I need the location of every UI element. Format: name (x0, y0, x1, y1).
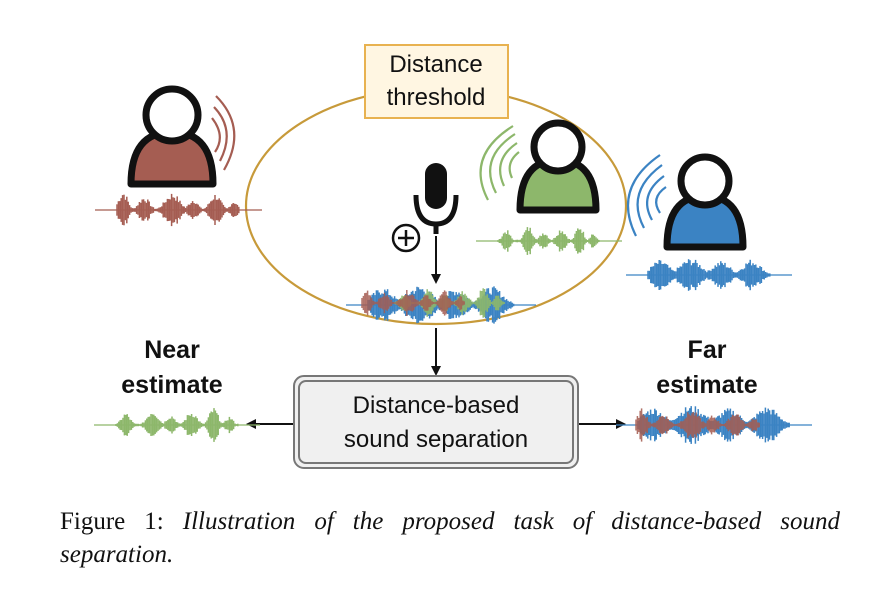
far-estimate-waveform (616, 406, 812, 444)
separator-label-line2: sound separation (344, 426, 528, 453)
mixture-waveform (346, 286, 536, 324)
mid-speaker-sound-wave-icon (479, 125, 520, 201)
caption-prefix: Figure 1: (60, 508, 164, 535)
separator-label-line1: Distance-based (353, 392, 520, 419)
threshold-label-line2: threshold (387, 84, 486, 111)
near-estimate-waveform (94, 408, 260, 442)
figure-diagram: Distance threshold (94, 44, 812, 469)
near-speaker-person-icon (127, 85, 217, 188)
figure-caption: Figure 1: Illustration of the proposed t… (60, 505, 840, 571)
near-speaker-sound-wave-icon (211, 95, 236, 171)
near-speaker-waveform (95, 193, 262, 227)
far-speaker-sound-wave-icon (626, 154, 667, 237)
far-label-line2: estimate (656, 371, 758, 399)
mid-speaker-waveform (476, 227, 622, 255)
separator-box: Distance-based sound separation (293, 375, 579, 469)
plus-circle-icon (391, 223, 421, 253)
threshold-label-line1: Distance (389, 51, 482, 78)
microphone-icon (413, 163, 459, 234)
near-label-line1: Near (144, 336, 200, 364)
far-speaker-waveform (626, 259, 792, 291)
far-speaker-person-icon (663, 153, 747, 251)
mid-speaker-person-icon (516, 119, 600, 214)
caption-text: Illustration of the proposed task of dis… (60, 508, 840, 568)
near-label-line2: estimate (121, 371, 223, 399)
far-label-line1: Far (688, 336, 727, 364)
threshold-box: Distance threshold (364, 44, 509, 119)
